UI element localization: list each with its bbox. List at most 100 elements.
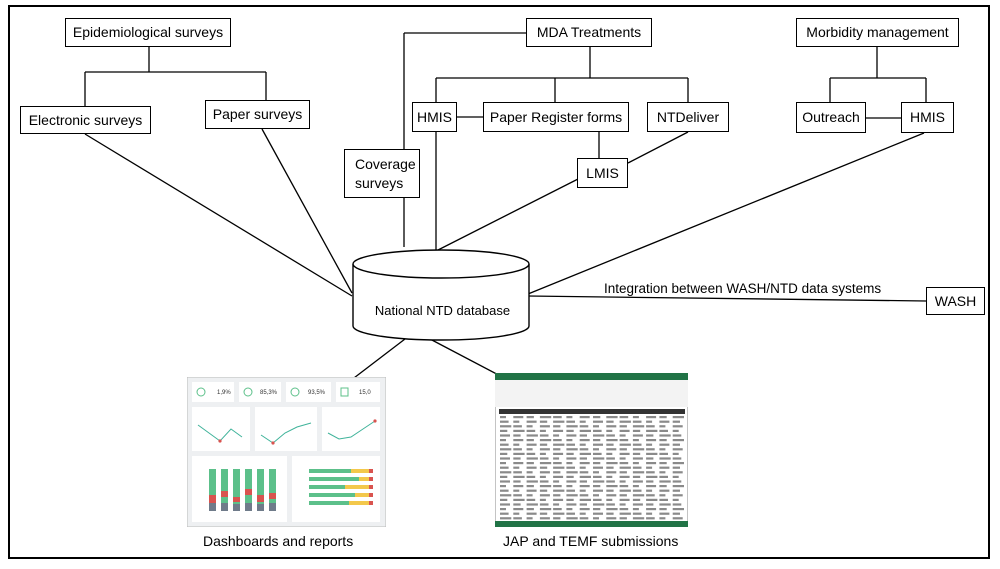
sheet-cell bbox=[672, 425, 683, 428]
sheet-cell bbox=[566, 508, 573, 511]
sheet-cell bbox=[593, 425, 599, 428]
sheet-cell bbox=[566, 443, 575, 446]
kpi-cards: 1,9% 85,3% 93,5% 15,0 bbox=[192, 382, 380, 402]
sheet-cell bbox=[646, 498, 658, 501]
sheet-cell bbox=[672, 429, 679, 432]
sheet-cell bbox=[646, 452, 658, 455]
sheet-cell bbox=[606, 466, 614, 469]
sheet-cell bbox=[659, 429, 668, 432]
sheet-cell bbox=[606, 498, 613, 501]
edge-ntdeliver-lmis bbox=[627, 131, 689, 164]
sheet-cell bbox=[513, 466, 520, 469]
sheet-cell bbox=[646, 448, 655, 451]
sheet-cell bbox=[672, 517, 683, 520]
sheet-cell bbox=[579, 489, 586, 492]
sheet-cell bbox=[672, 480, 682, 483]
sheet-cell bbox=[566, 448, 578, 451]
sheet-cell bbox=[646, 429, 658, 432]
sheet-cell bbox=[632, 420, 642, 423]
sheet-cell bbox=[659, 471, 666, 474]
sheet-cell bbox=[500, 416, 506, 419]
sheet-cell bbox=[619, 443, 631, 446]
sheet-cell bbox=[593, 462, 601, 465]
sheet-cell bbox=[593, 439, 601, 442]
sheet-cell bbox=[539, 439, 552, 442]
sheet-cell bbox=[526, 498, 536, 501]
sheet-cell bbox=[539, 462, 552, 465]
sheet-cell bbox=[619, 475, 630, 478]
sheet-cell bbox=[566, 439, 573, 442]
sheet-cell bbox=[526, 466, 537, 469]
sheet-cell bbox=[566, 416, 573, 419]
sheet-cell bbox=[579, 503, 587, 506]
sheet-cell bbox=[659, 494, 666, 497]
sheet-cell bbox=[632, 489, 642, 492]
sheet-cell bbox=[606, 429, 613, 432]
sheet-cell bbox=[566, 420, 575, 423]
sheet-cell bbox=[579, 439, 590, 442]
sheet-cell bbox=[513, 489, 520, 492]
line-panels bbox=[192, 407, 380, 451]
sheet-cell bbox=[539, 480, 549, 483]
coverage-line-1: Coverage bbox=[355, 155, 416, 172]
sheet-cell bbox=[619, 434, 626, 437]
sheet-cell bbox=[500, 457, 510, 460]
sheet-cell bbox=[539, 475, 546, 478]
sheet-cell bbox=[606, 512, 614, 515]
outer-frame bbox=[8, 5, 990, 559]
sheet-cell bbox=[646, 457, 654, 460]
sheet-cell bbox=[606, 517, 617, 520]
sheet-cell bbox=[646, 512, 653, 515]
sheet-cell bbox=[619, 480, 626, 483]
sheet-cell bbox=[659, 508, 667, 511]
sheet-cell bbox=[659, 439, 667, 442]
sheet-cell bbox=[619, 489, 631, 492]
sheet-cell bbox=[500, 503, 510, 506]
sheet-cell bbox=[553, 498, 564, 501]
sheet-cell bbox=[513, 457, 521, 460]
edge-label-wash-integration: Integration between WASH/NTD data system… bbox=[604, 281, 882, 296]
bar-panel bbox=[192, 456, 287, 522]
sheet-cell bbox=[539, 489, 548, 492]
sheet-cell bbox=[513, 475, 525, 478]
sheet-cell bbox=[553, 443, 565, 446]
sheet-cell bbox=[646, 471, 655, 474]
sheet-cell bbox=[553, 485, 562, 488]
kpi-2: 85,3% bbox=[260, 390, 278, 396]
sheet-cell bbox=[500, 434, 510, 437]
sheet-cell bbox=[672, 457, 682, 460]
sheet-cell bbox=[566, 434, 577, 437]
sheet-cell bbox=[526, 443, 537, 446]
sheet-cell bbox=[593, 512, 603, 515]
sheet-cell bbox=[593, 508, 601, 511]
sheet-cell bbox=[593, 416, 601, 419]
sheet-cell bbox=[526, 439, 534, 442]
sheet-cell bbox=[513, 416, 524, 419]
edge-hmis-morb-db bbox=[527, 132, 925, 295]
sheet-cell bbox=[619, 503, 626, 506]
sheet-cell bbox=[566, 498, 574, 501]
sheet-cell bbox=[619, 471, 627, 474]
sheet-cell bbox=[539, 434, 549, 437]
sheet-cell bbox=[539, 443, 548, 446]
sheet-cell bbox=[539, 420, 548, 423]
sheet-cell bbox=[526, 508, 534, 511]
sheet-cell bbox=[632, 498, 641, 501]
sheet-cell bbox=[672, 434, 682, 437]
sheet-cell bbox=[579, 517, 589, 520]
sheet-cell bbox=[566, 494, 578, 497]
sheet-cell bbox=[646, 489, 653, 492]
sheet-cell bbox=[526, 420, 537, 423]
sheet-cell bbox=[500, 443, 509, 446]
sheet-cell bbox=[553, 420, 565, 423]
hbar-panel bbox=[292, 456, 380, 522]
sheet-cell bbox=[579, 462, 590, 465]
sheet-cell bbox=[606, 480, 615, 483]
sheet-cell bbox=[526, 429, 536, 432]
sheet-cell bbox=[606, 448, 617, 451]
sheet-cell bbox=[500, 489, 509, 492]
sheet-cell bbox=[593, 471, 599, 474]
sheet-cell bbox=[566, 485, 573, 488]
kpi-1: 1,9% bbox=[217, 390, 231, 396]
